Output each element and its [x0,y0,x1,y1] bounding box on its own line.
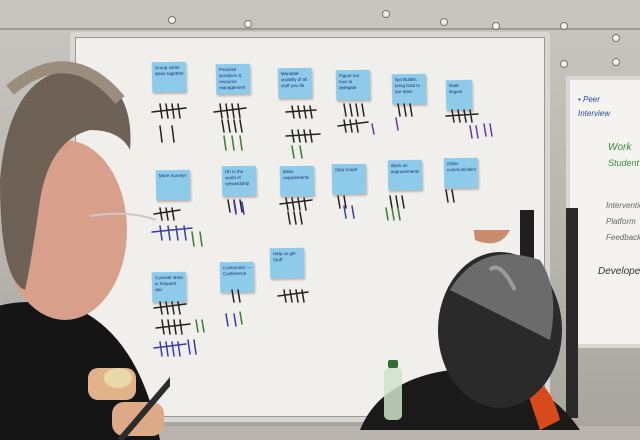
water-bottle [384,360,402,420]
side-text-4: Student [608,158,640,168]
wall-rail [0,28,640,30]
rivet [382,10,390,18]
rivet [168,16,176,24]
rivet [244,20,252,28]
side-text-8: Developer [598,266,640,277]
side-board-stand [566,208,578,418]
side-text-1: • Peer [578,95,600,104]
tally-marks [151,103,493,357]
side-text-6: Platform [606,217,636,226]
side-text-7: Feedback [606,233,640,242]
side-text-5: Intervention [606,201,640,210]
side-text-3: Work [608,142,632,153]
rivet [560,60,568,68]
person-left [0,61,170,440]
rivet [612,58,620,66]
rivet [560,22,568,30]
person-right [360,230,580,430]
side-text-2: Interview [578,109,611,118]
rivet [612,34,620,42]
rivet [492,22,500,30]
rivet [440,18,448,26]
